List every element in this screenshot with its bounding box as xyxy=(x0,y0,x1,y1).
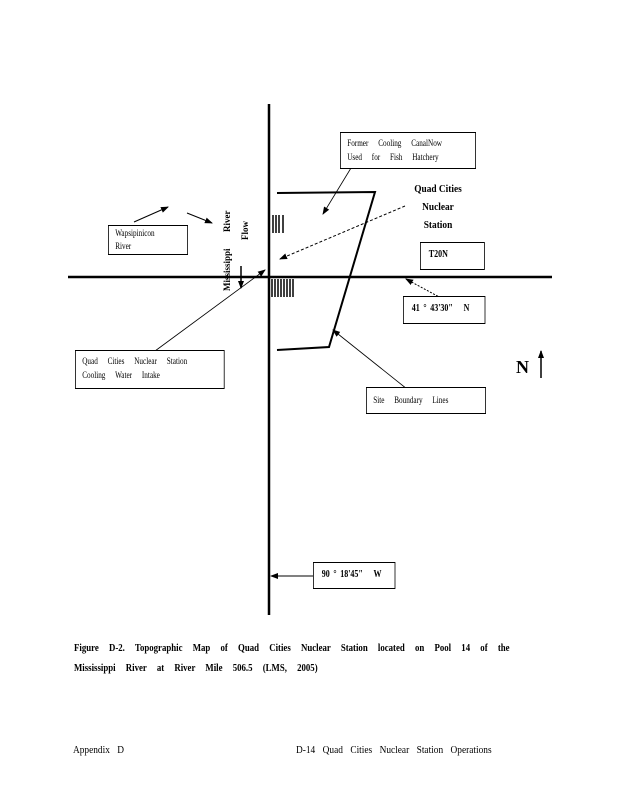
footer-right: D-14 Quad Cities Nuclear Station Operati… xyxy=(296,744,492,756)
figure-caption: Figure D-2. Topographic Map of Quad Citi… xyxy=(74,638,538,678)
former-canal-label: Former Cooling CanalNow Used for Fish Ha… xyxy=(340,132,476,169)
boundary-text: Site Boundary Lines xyxy=(373,395,449,405)
wapsipinicon-line1: Wapsipinicon xyxy=(115,228,155,238)
callout-arrow-icon xyxy=(154,269,266,352)
station-label: Quad Cities Nuclear Station xyxy=(408,180,468,234)
wapsipinicon-line2: River xyxy=(115,241,132,251)
intake-line1: Quad Cities Nuclear Station xyxy=(82,356,188,366)
station-line2: Nuclear xyxy=(422,201,454,213)
township-text: T20N xyxy=(428,249,448,260)
intake-hatch-icon xyxy=(271,279,294,297)
callout-arrow-icon xyxy=(332,329,408,390)
township-label: T20N xyxy=(420,242,485,270)
longitude-label: 90 ° 18'45" W xyxy=(313,562,396,589)
dam-hatch-icon xyxy=(272,215,284,233)
river-label: River xyxy=(222,210,232,233)
north-label: N xyxy=(516,357,529,377)
footer-left: Appendix D xyxy=(73,744,125,756)
longitude-text: 90 ° 18'45" W xyxy=(321,569,382,580)
wapsipinicon-label: Wapsipinicon River xyxy=(108,225,188,255)
boundary-label: Site Boundary Lines xyxy=(366,387,486,414)
latitude-label: 41 ° 43'30" N xyxy=(403,296,486,324)
former-canal-line1: Former Cooling CanalNow xyxy=(347,138,442,148)
caption-line1: Figure D-2. Topographic Map of Quad Citi… xyxy=(74,642,510,654)
intake-line2: Cooling Water Intake xyxy=(82,370,160,380)
latitude-text: 41 ° 43'30" N xyxy=(411,303,470,314)
intake-label: Quad Cities Nuclear Station Cooling Wate… xyxy=(75,350,225,389)
station-line3: Station xyxy=(423,219,453,231)
callout-arrow-icon xyxy=(133,206,169,223)
site-boundary-line xyxy=(276,190,377,351)
callout-arrow-icon xyxy=(186,212,213,224)
callout-arrow-icon xyxy=(405,278,442,299)
station-line1: Quad Cities xyxy=(414,183,462,195)
former-canal-line2: Used for Fish Hatchery xyxy=(347,152,439,162)
caption-line2: Mississippi River at River Mile 506.5 (L… xyxy=(74,662,318,674)
callout-arrow-icon xyxy=(279,205,406,260)
callout-arrow-icon xyxy=(322,167,352,215)
mississippi-label: Mississippi xyxy=(222,248,232,291)
flow-label: Flow xyxy=(240,221,250,240)
